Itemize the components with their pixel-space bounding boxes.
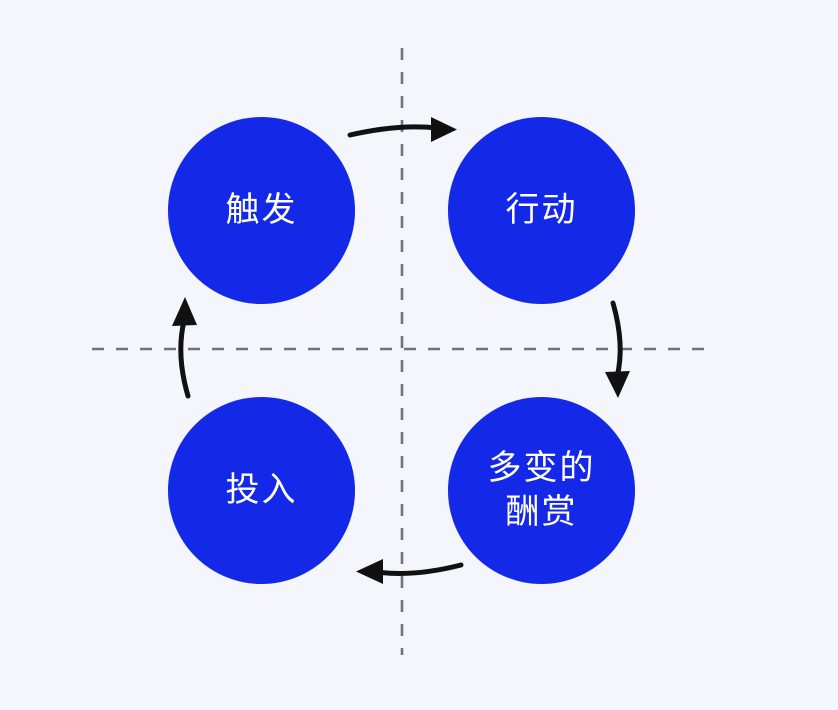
node-trigger-label-line-1: 触发 [225, 189, 298, 230]
node-investment[interactable]: 投入 [168, 397, 355, 584]
arrow-trigger-to-action-icon [347, 117, 457, 142]
node-action[interactable]: 行动 [448, 117, 635, 304]
node-action-label-line-1: 行动 [505, 189, 578, 230]
node-variable-reward[interactable]: 多变的 酬赏 [448, 397, 635, 584]
node-investment-label-line-1: 投入 [225, 469, 298, 510]
arrow-investment-to-trigger-icon [172, 297, 197, 399]
node-trigger[interactable]: 触发 [168, 117, 355, 304]
arrow-action-to-reward-icon [605, 300, 630, 398]
arrow-reward-to-investment-icon [356, 559, 464, 584]
node-variable-reward-label-line-1: 多变的 [487, 447, 596, 488]
node-variable-reward-label-line-2: 酬赏 [505, 491, 578, 532]
